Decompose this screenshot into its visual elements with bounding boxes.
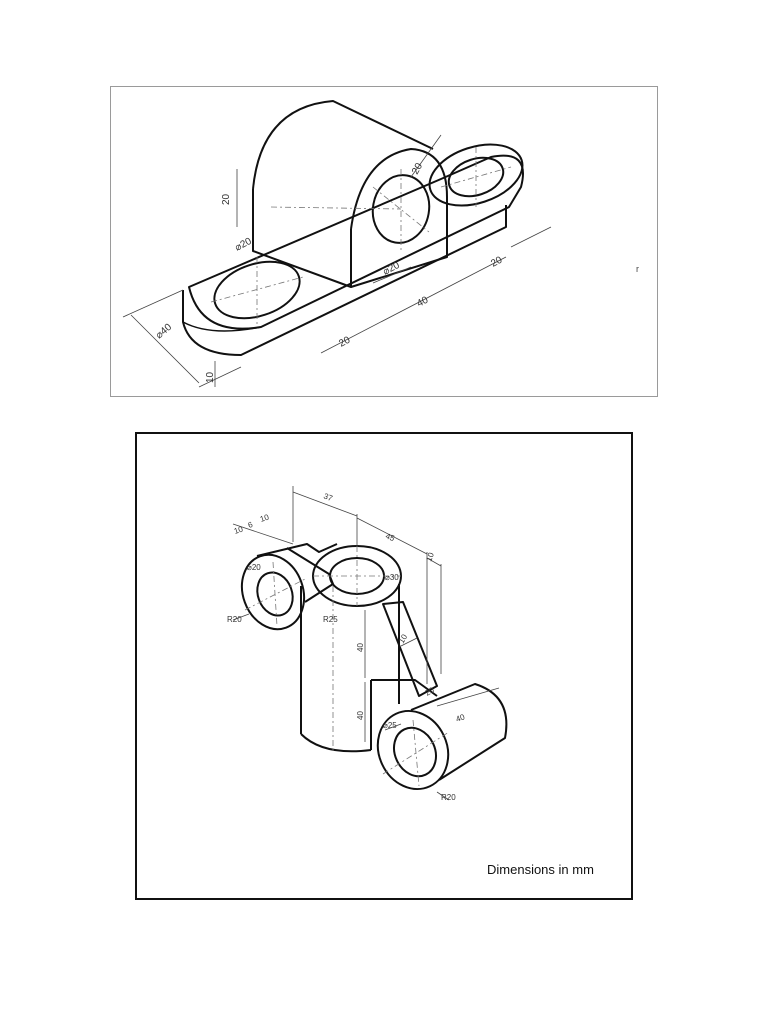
dim-1-right-20: 20 (489, 255, 504, 270)
dim-1-boss-dia: ⌀40 (154, 322, 175, 342)
web (382, 601, 438, 697)
dim-2-10c: 10 (424, 551, 436, 563)
upright-arch (252, 100, 434, 190)
dim-2-40b: 40 (356, 711, 365, 720)
dim-2-40a: 40 (356, 643, 365, 652)
lower-boss-hole (393, 726, 437, 778)
dim-1-height: 20 (221, 193, 232, 205)
dim-1-boss-r: 20 (410, 161, 425, 177)
dim-2-10b: 10 (259, 512, 271, 523)
upper-arm (286, 547, 334, 603)
stray-mark: r (636, 264, 639, 274)
upright-hole (371, 174, 431, 244)
dim-1-length-40: 40 (415, 295, 430, 310)
dim-2-dia30: ⌀30 (385, 573, 399, 582)
dim-2-r25: R25 (323, 615, 338, 624)
right-hole (447, 156, 505, 198)
base-plate-outline (188, 154, 524, 330)
base-plate-side (182, 205, 507, 356)
dim-1-thickness: 10 (205, 371, 216, 383)
dim-1-hole-left: ⌀20 (233, 236, 254, 254)
dim-2-37: 37 (322, 492, 334, 504)
dim-2-40c: 40 (455, 712, 467, 724)
isometric-drawing-2: 37 10 6 10 45 10 ⌀20 ⌀30 R20 R25 40 10 2… (135, 432, 633, 900)
dim-2-6: 6 (247, 520, 255, 530)
lower-boss-face (376, 710, 450, 790)
dim-2-r20b: R20 (441, 793, 456, 802)
dimensions-caption: Dimensions in mm (487, 862, 594, 877)
left-boss-hole (256, 571, 294, 617)
dim-2-dia25: ⌀25 (383, 721, 397, 730)
dim-2-10a: 10 (233, 524, 245, 535)
dim-2-45: 45 (384, 532, 396, 544)
dim-2-r20a: R20 (227, 615, 242, 624)
drawing-2-svg: 37 10 6 10 45 10 ⌀20 ⌀30 R20 R25 40 10 2… (227, 486, 508, 802)
left-hole (213, 260, 301, 320)
dim-1-base-20: 20 (337, 335, 352, 350)
right-boss (428, 143, 524, 207)
drawing-1-svg: 20 ⌀20 ⌀20 20 20 40 20 ⌀40 10 (122, 100, 552, 388)
dim-2-dia20: ⌀20 (247, 563, 261, 572)
isometric-drawing-1: 20 ⌀20 ⌀20 20 20 40 20 ⌀40 10 (110, 86, 658, 397)
